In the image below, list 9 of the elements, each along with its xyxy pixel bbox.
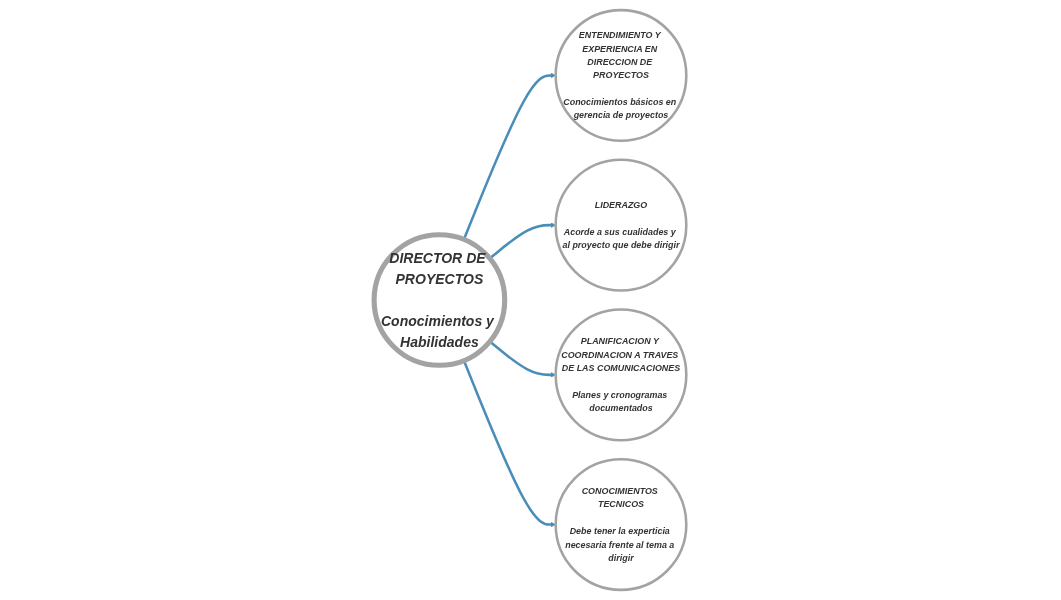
arrow xyxy=(463,72,557,240)
node-circle: CONOCIMIENTOS TECNICOS Debe tener la experticia necesaria frente al tema a dirigir xyxy=(554,458,688,592)
node-circle: PLANIFICACION Y COORDINACION A TRAVES DE LAS COMUNICACIONES Planes y cronogramas documentados xyxy=(554,308,688,442)
node-circle: ENTENDIMIENTO Y EXPERIENCIA EN DIRECCION DE PROYECTOS Conocimientos básicos en gerencia de proyectos xyxy=(554,8,688,142)
arrow xyxy=(489,340,557,378)
node-circle: DIRECTOR DE PROYECTOS Conocimientos y Habilidades xyxy=(371,232,508,368)
arrow xyxy=(463,360,557,528)
arrow xyxy=(489,222,557,260)
node-circle: LIDERAZGO Acorde a sus cualidades y al proyecto que debe dirigir xyxy=(554,158,688,292)
